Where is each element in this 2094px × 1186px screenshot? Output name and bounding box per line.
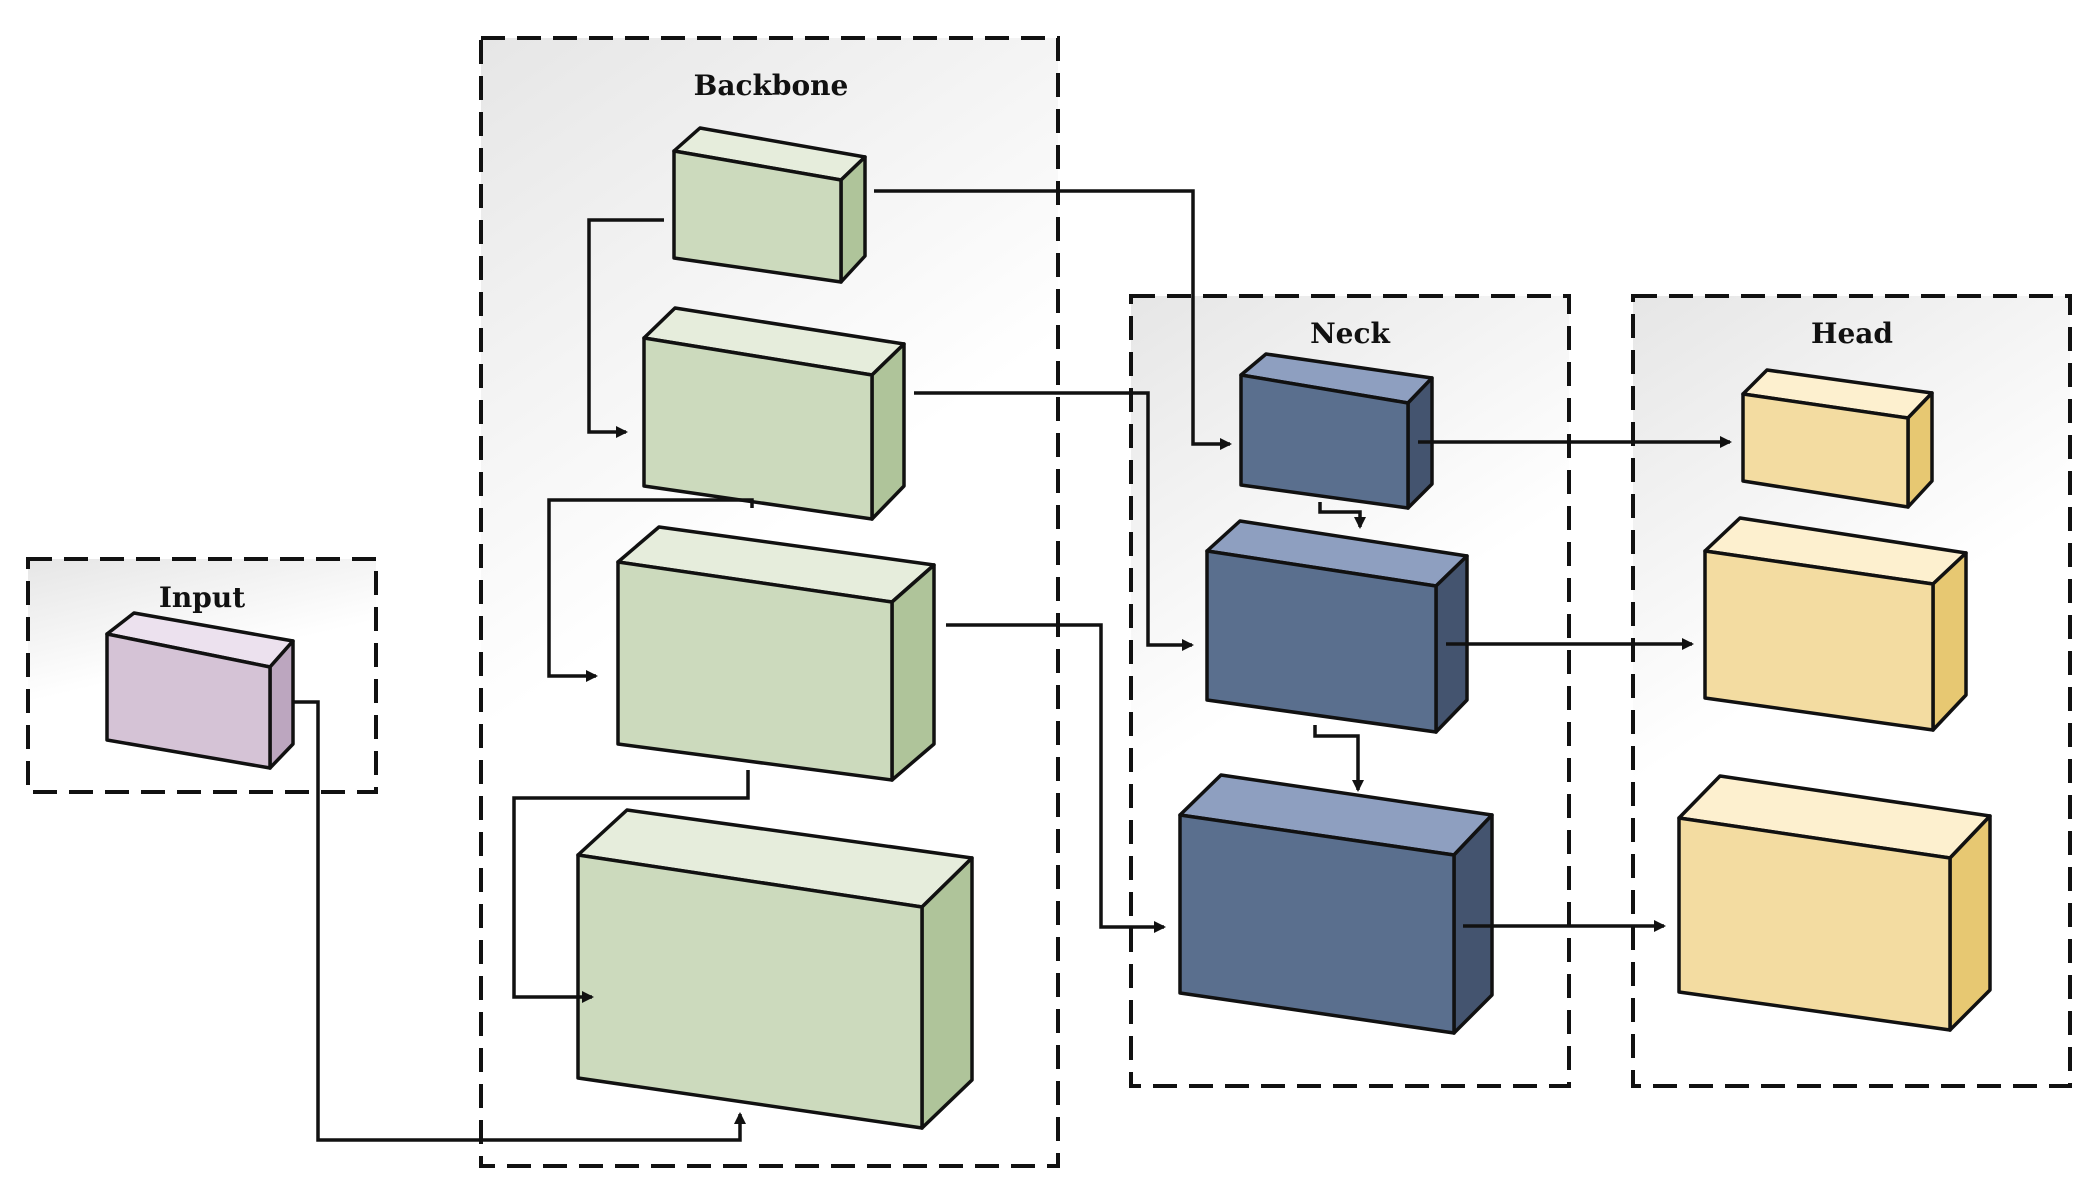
neck-block-1 [1239,352,1434,510]
connector-neck-2-to-3 [1313,725,1364,792]
backbone-block-4-side-face [920,856,974,1130]
backbone-block-2 [642,306,906,521]
head-block-1-front-face [1741,392,1910,509]
connector-backbone-2-to-neck-2 [914,391,1194,651]
backbone-block-1-front-face [672,149,843,284]
head-block-2 [1703,516,1968,732]
input-group-title: Input [159,581,245,614]
connector-backbone-3-to-neck-3 [946,623,1166,933]
connector-input-to-backbone-4 [293,700,746,1142]
neck-block-2 [1205,519,1469,734]
connector-backbone-3-to-2 [547,498,754,682]
backbone-block-4 [576,808,974,1130]
head-group-title: Head [1811,317,1893,350]
backbone-block-4-front-face [576,853,924,1130]
backbone-block-1 [672,126,867,284]
connector-backbone-1-to-neck-1 [874,189,1232,450]
connector-neck-1-to-2 [1318,502,1366,529]
feature-blocks [105,126,1992,1130]
neck-group-title: Neck [1310,317,1390,350]
neck-block-3-side-face [1452,813,1494,1035]
input-block-front-face [105,632,272,770]
backbone-group-title: Backbone [694,69,849,102]
connector-backbone-4-to-3 [512,770,750,1003]
neck-block-2-front-face [1205,549,1438,734]
backbone-block-2-front-face [642,336,874,521]
head-block-3 [1677,774,1992,1032]
head-block-2-front-face [1703,549,1935,732]
neck-block-3 [1178,773,1494,1035]
backbone-block-2-side-face [870,342,906,521]
head-block-3-front-face [1677,816,1952,1032]
input-block [105,611,295,770]
backbone-block-3-front-face [616,560,894,782]
head-block-1 [1741,368,1934,509]
neck-block-3-front-face [1178,813,1456,1035]
backbone-block-3 [616,525,936,782]
backbone-block-3-side-face [890,563,936,782]
neck-block-1-front-face [1239,373,1410,510]
connectors [293,189,1732,1142]
connector-backbone-2-to-1 [587,218,664,438]
